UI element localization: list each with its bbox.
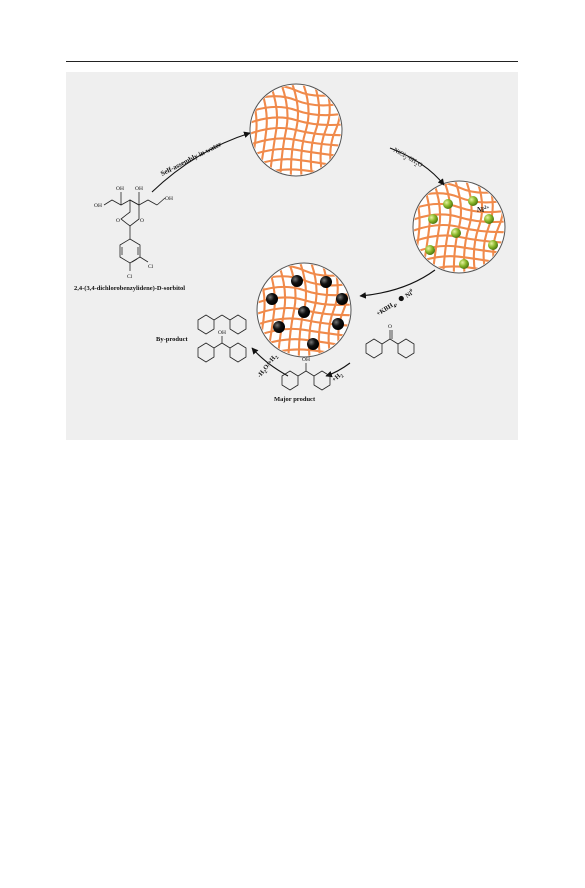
gel-sphere-ni-particles [256, 262, 352, 358]
arrow-reduction [359, 269, 436, 299]
fibre [317, 264, 329, 356]
svg-text:+KBH4,: +KBH4, [375, 300, 399, 320]
fibre [251, 116, 341, 127]
fibre [235, 78, 247, 182]
fibre [258, 327, 350, 339]
fibre [286, 264, 297, 356]
ring-oxygen-2: O [140, 218, 144, 224]
ni0-marker [398, 295, 404, 302]
self-assembly-label: Self-assembly in water [159, 140, 223, 178]
ring-oxygen-1: O [116, 218, 120, 224]
svg-text:Ni0: Ni0 [403, 287, 416, 300]
fibre [299, 85, 310, 175]
oh-label-4: OH [165, 196, 173, 202]
arrow-self-assembly [151, 131, 251, 193]
ni0-nanoparticles [266, 275, 348, 350]
fibre [398, 175, 410, 279]
dcbs-structure [103, 192, 166, 271]
fibre [251, 147, 341, 159]
chlorine-label-2: Cl [127, 274, 133, 280]
gel-sphere-top [235, 78, 348, 191]
byproduct-structures [197, 314, 247, 363]
fibre [267, 85, 279, 175]
byproduct-oh-label: OH [218, 330, 226, 336]
top-rule [66, 61, 518, 62]
fibre [275, 264, 287, 356]
byproduct-label: By-product [156, 336, 188, 343]
major-oh-label: OH [302, 357, 310, 363]
fibre [414, 202, 504, 214]
arrow-nickel-loading [389, 147, 445, 186]
fibre [309, 85, 321, 175]
major-product-structure [281, 363, 331, 391]
fibre [441, 182, 452, 272]
fibre [430, 182, 442, 272]
fibre [414, 244, 504, 256]
benzophenone-structure [365, 330, 415, 359]
oh-label-2: OH [116, 186, 124, 192]
fibre [452, 182, 463, 272]
plus-h2-label: +H2 [331, 371, 346, 385]
oh-label-3: OH [135, 186, 143, 192]
ni-ion-label: Ni2+ [477, 206, 490, 214]
oh-label-1: OH [94, 203, 102, 209]
fibre [414, 213, 504, 224]
fibre [278, 85, 289, 175]
dehydration-label: -H2O/+H2 [256, 353, 281, 381]
major-product-label: Major product [274, 396, 316, 403]
chlorine-label-1: Cl [148, 264, 154, 270]
ketone-oxygen: O [388, 324, 392, 330]
compound-name: 2,4-(3,4-dichlorobenzylidene)-D-sorbitol [74, 285, 185, 292]
fibre [289, 85, 300, 175]
fibre [244, 179, 348, 191]
reduction-label: +KBH4, Ni0 [375, 287, 416, 320]
ni-ion-particles [425, 196, 498, 269]
gel-sphere-ni-ions: Ni2+ [398, 175, 506, 279]
fibre [472, 182, 484, 272]
arrow-byproduct [251, 347, 289, 377]
nickel-salt-label: NiCl2·6H2O [391, 147, 424, 171]
fibre [251, 105, 341, 117]
arrow-hydrogenation [325, 362, 351, 378]
